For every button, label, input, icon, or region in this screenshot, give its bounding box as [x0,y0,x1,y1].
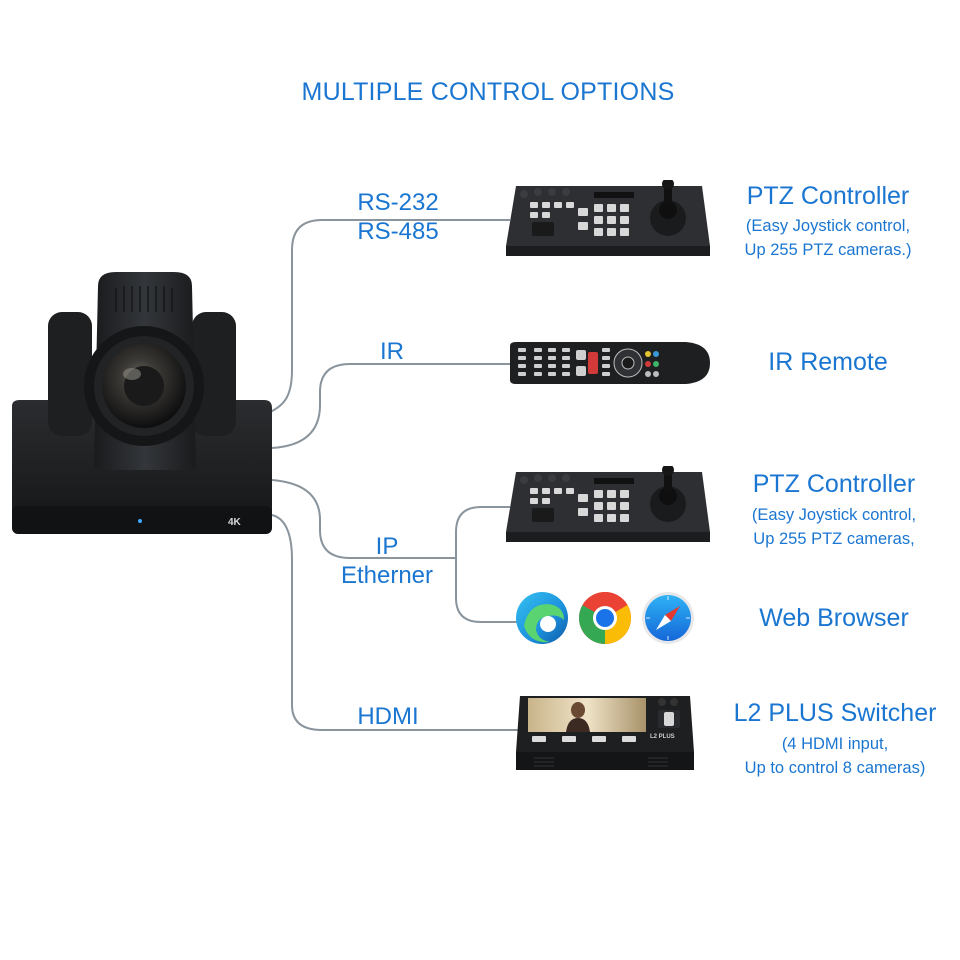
line-serial [269,219,510,413]
ptz-controller-1-desc-line1: (Easy Joystick control, [745,217,911,235]
label-ir: IR [380,338,404,365]
line-hdmi [271,514,518,731]
edge-browser-icon [516,592,568,644]
switcher-desc-line2: Up to control 8 cameras) [744,759,926,777]
l2-plus-switcher [516,696,694,770]
ptz-controller-1-title: PTZ Controller [746,182,910,210]
chrome-browser-icon [579,592,631,644]
ptz-controller-1-desc-line2: Up 255 PTZ cameras.) [744,241,912,259]
diagram-title: MULTIPLE CONTROL OPTIONS [301,78,675,106]
ptz-controller-2-desc-line1: (Easy Joystick control, [751,506,917,524]
ptz-controller-1 [506,180,710,256]
safari-browser-icon [642,592,694,644]
ptz-camera [12,272,272,534]
switcher-desc-line1: (4 HDMI input, [781,735,889,753]
label-rs485: RS-485 [357,218,439,245]
label-ip-top: IP [375,533,399,560]
ir-remote-title: IR Remote [768,348,888,376]
label-serial: RS-232 RS-485 [338,188,458,246]
line-ip-down [455,558,518,623]
ptz-controller-2-desc: (Easy Joystick control, Up 255 PTZ camer… [726,503,942,551]
line-ip [271,479,456,559]
label-ip: IP Etherner [322,532,452,590]
switcher-desc: (4 HDMI input, Up to control 8 cameras) [722,732,948,780]
ptz-controller-2-desc-line2: Up 255 PTZ cameras, [753,530,915,548]
camera-4k-badge: 4K [228,517,241,528]
ptz-controller-2-title: PTZ Controller [752,470,916,498]
ptz-controller-1-desc: (Easy Joystick control, Up 255 PTZ camer… [720,214,936,262]
line-ir [271,363,515,449]
switcher-title: L2 PLUS Switcher [733,699,937,727]
ir-remote [510,342,710,384]
label-ethernet: Etherner [340,562,434,589]
label-hdmi: HDMI [357,703,419,730]
web-browser-title: Web Browser [759,604,909,632]
switcher-panel-label: L2 PLUS [650,734,675,740]
label-rs232: RS-232 [357,189,439,216]
ptz-controller-2 [506,466,710,542]
line-ip-up [455,506,510,558]
